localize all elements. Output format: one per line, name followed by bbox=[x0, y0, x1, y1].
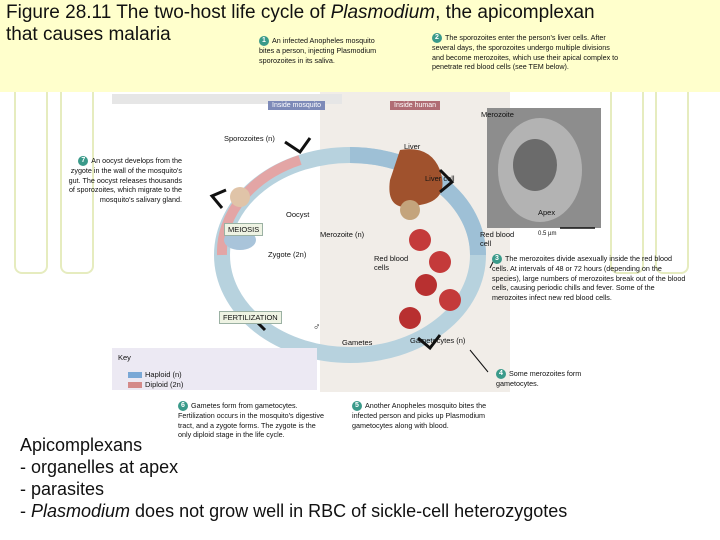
figure-title: Figure 28.11 The two-host life cycle of … bbox=[6, 2, 595, 45]
merozoite-tem-label: Merozoite bbox=[481, 110, 514, 119]
background-decoration bbox=[610, 92, 644, 274]
step-7-badge: 7 bbox=[78, 156, 89, 167]
background-decoration bbox=[14, 92, 48, 274]
red-blood-cell-5 bbox=[399, 307, 421, 329]
scale-label: 0.5 µm bbox=[538, 231, 557, 237]
tem-nucleus bbox=[513, 139, 557, 191]
liver-cell-label: Liver cell bbox=[425, 174, 455, 183]
mosquito-band bbox=[112, 94, 342, 104]
red-blood-cell-2 bbox=[429, 251, 451, 273]
arrow-oocyst bbox=[209, 188, 227, 209]
background-decoration bbox=[60, 92, 94, 274]
haploid-swatch bbox=[128, 372, 142, 379]
arrow-gametocytes bbox=[417, 334, 442, 351]
summary-text: Apicomplexans - organelles at apex - par… bbox=[20, 434, 567, 522]
step-6-badge: 6 bbox=[178, 401, 188, 412]
arrow-sporozoites bbox=[284, 137, 312, 155]
liver-cell-shape bbox=[400, 200, 420, 220]
summary-heading: Apicomplexans bbox=[20, 435, 143, 455]
red-blood-cell-3 bbox=[415, 274, 437, 296]
red-blood-cell-label: Red blood cell bbox=[480, 230, 515, 248]
step-1-badge: 1 bbox=[259, 36, 269, 47]
fertilization-box: FERTILIZATION bbox=[219, 311, 282, 324]
key-box: Key Haploid (n) Diploid (2n) bbox=[112, 348, 317, 390]
step-5-badge: 5 bbox=[352, 401, 362, 412]
diploid-swatch bbox=[128, 382, 142, 389]
oocyst-shape bbox=[230, 187, 250, 207]
step-3-badge: 3 bbox=[492, 254, 502, 265]
key-haploid: Haploid (n) bbox=[128, 370, 182, 379]
gametes-label: Gametes bbox=[342, 338, 373, 347]
summary-bullet-3: - Plasmodium does not grow well in RBC o… bbox=[20, 501, 568, 521]
key-title: Key bbox=[118, 353, 131, 362]
apex-label: Apex bbox=[538, 208, 556, 217]
step-2-badge: 2 bbox=[432, 33, 442, 44]
title-band bbox=[0, 0, 720, 92]
summary-bullet-2: - parasites bbox=[20, 479, 105, 499]
red-blood-cell-4 bbox=[439, 289, 461, 311]
step-4-badge: 4 bbox=[496, 369, 506, 380]
liver-shape bbox=[389, 149, 443, 208]
arrow-liver bbox=[438, 168, 455, 194]
merozoite-label: Merozoite (n) bbox=[320, 230, 365, 239]
inside-mosquito-tab: Inside mosquito bbox=[268, 101, 326, 110]
background-decoration bbox=[655, 92, 689, 274]
male-symbol: ♂ bbox=[313, 322, 321, 333]
red-blood-cells-label: Red blood cells bbox=[374, 254, 409, 272]
oocyst-label: Oocyst bbox=[286, 210, 310, 219]
inside-human-tab: Inside human bbox=[390, 101, 441, 110]
sporozoites-label: Sporozoites (n) bbox=[224, 134, 275, 143]
zygote-label: Zygote (2n) bbox=[268, 250, 307, 259]
key-diploid: Diploid (2n) bbox=[128, 380, 183, 389]
liver-label: Liver bbox=[404, 142, 421, 151]
meiosis-box: MEIOSIS bbox=[224, 223, 264, 236]
leader-line-step4 bbox=[469, 349, 489, 373]
gametocytes-label: Gametocytes (n) bbox=[410, 336, 466, 345]
summary-bullet-1: - organelles at apex bbox=[20, 457, 179, 477]
red-blood-cell-1 bbox=[409, 229, 431, 251]
